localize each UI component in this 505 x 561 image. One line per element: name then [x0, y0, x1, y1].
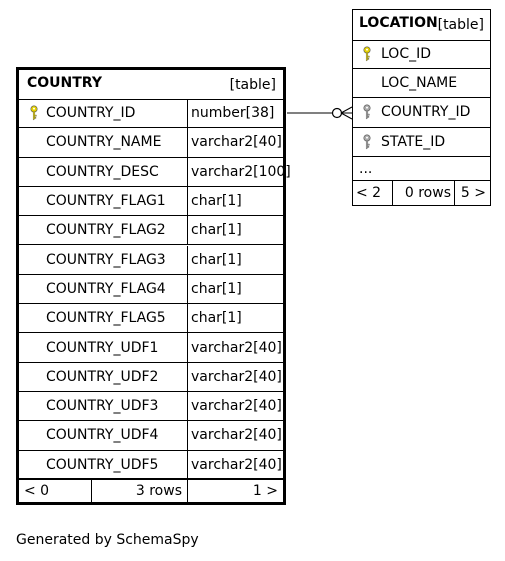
column-type: char[1]: [187, 186, 283, 216]
column-row: LOC_ID: [353, 40, 490, 70]
primary-key-icon: [29, 99, 39, 127]
column-name: COUNTRY_FLAG3: [46, 251, 166, 268]
table-kind: [table]: [229, 77, 276, 93]
column-type: varchar2[40]: [187, 333, 283, 362]
column-name: STATE_ID: [381, 133, 446, 150]
children-count: 1 >: [252, 482, 278, 499]
column-row: COUNTRY_FLAG2 char[1]: [19, 216, 283, 246]
children-count: 5 >: [460, 184, 486, 201]
column-row: COUNTRY_FLAG4 char[1]: [19, 274, 283, 305]
table-name: COUNTRY: [27, 75, 102, 91]
ellipsis: ...: [359, 160, 373, 177]
column-type: varchar2[100]: [187, 157, 291, 186]
crows-foot-lower: [340, 112, 353, 120]
column-name: COUNTRY_FLAG5: [46, 310, 166, 327]
row-count: 3 rows: [135, 482, 182, 499]
column-row: COUNTRY_UDF2 varchar2[40]: [19, 362, 283, 392]
column-name: COUNTRY_UDF2: [46, 368, 159, 385]
column-name: COUNTRY_FLAG2: [46, 222, 166, 239]
table-name: LOCATION: [359, 15, 438, 31]
column-row: COUNTRY_FLAG3 char[1]: [19, 245, 283, 275]
column-type: varchar2[40]: [187, 392, 283, 421]
column-type: varchar2[40]: [187, 128, 283, 157]
more-columns: ...: [353, 157, 490, 181]
location-table-footer: < 2 0 rows 5 >: [353, 180, 490, 205]
zero-optional-marker: [331, 107, 343, 119]
column-name: COUNTRY_UDF1: [46, 339, 159, 356]
column-name: COUNTRY_NAME: [46, 134, 162, 151]
column-type: char[1]: [187, 304, 283, 333]
column-type: varchar2[40]: [187, 450, 283, 479]
column-row: COUNTRY_UDF4 varchar2[40]: [19, 421, 283, 451]
column-row: COUNTRY_UDF5 varchar2[40]: [19, 450, 283, 480]
column-name: LOC_NAME: [381, 75, 458, 92]
foreign-key-icon: [362, 128, 372, 156]
column-name: COUNTRY_DESC: [46, 163, 159, 180]
column-type: varchar2[40]: [187, 421, 283, 450]
column-row: COUNTRY_UDF1 varchar2[40]: [19, 333, 283, 363]
parents-count: < 2: [356, 184, 382, 201]
parents-count: < 0: [24, 482, 50, 499]
column-type: char[1]: [187, 274, 283, 304]
column-name: COUNTRY_FLAG1: [46, 193, 166, 210]
crows-foot-upper: [340, 106, 353, 114]
column-type: varchar2[40]: [187, 362, 283, 391]
column-name: COUNTRY_UDF3: [46, 398, 159, 415]
column-name: LOC_ID: [381, 46, 432, 63]
column-name: COUNTRY_UDF4: [46, 427, 159, 444]
column-row: COUNTRY_FLAG5 char[1]: [19, 304, 283, 334]
location-table-header: LOCATION [table]: [353, 10, 490, 41]
column-name: COUNTRY_FLAG4: [46, 280, 166, 297]
location-table: LOCATION [table] LOC_ID LOC_NAME COUNTRY_I…: [352, 9, 491, 206]
column-name: COUNTRY_ID: [381, 104, 471, 121]
column-type: char[1]: [187, 245, 283, 274]
country-table-header: COUNTRY [table]: [19, 70, 283, 100]
column-row: LOC_NAME: [353, 69, 490, 99]
foreign-key-icon: [362, 98, 372, 126]
column-row: COUNTRY_NAME varchar2[40]: [19, 128, 283, 158]
generated-by-note: Generated by SchemaSpy: [16, 532, 199, 548]
column-row: COUNTRY_FLAG1 char[1]: [19, 186, 283, 217]
column-type: char[1]: [187, 216, 283, 245]
column-row: COUNTRY_ID number[38]: [19, 99, 283, 129]
primary-key-icon: [362, 40, 372, 68]
column-row: COUNTRY_ID: [353, 98, 490, 128]
column-row: STATE_ID: [353, 128, 490, 157]
column-name: COUNTRY_UDF5: [46, 456, 159, 473]
column-row: COUNTRY_UDF3 varchar2[40]: [19, 392, 283, 422]
table-kind: [table]: [437, 17, 484, 33]
column-name: COUNTRY_ID: [46, 105, 136, 122]
country-table-footer: < 0 3 rows 1 >: [19, 478, 283, 502]
column-row: COUNTRY_DESC varchar2[100]: [19, 157, 291, 187]
column-type: number[38]: [187, 99, 283, 128]
row-count: 0 rows: [404, 184, 451, 201]
